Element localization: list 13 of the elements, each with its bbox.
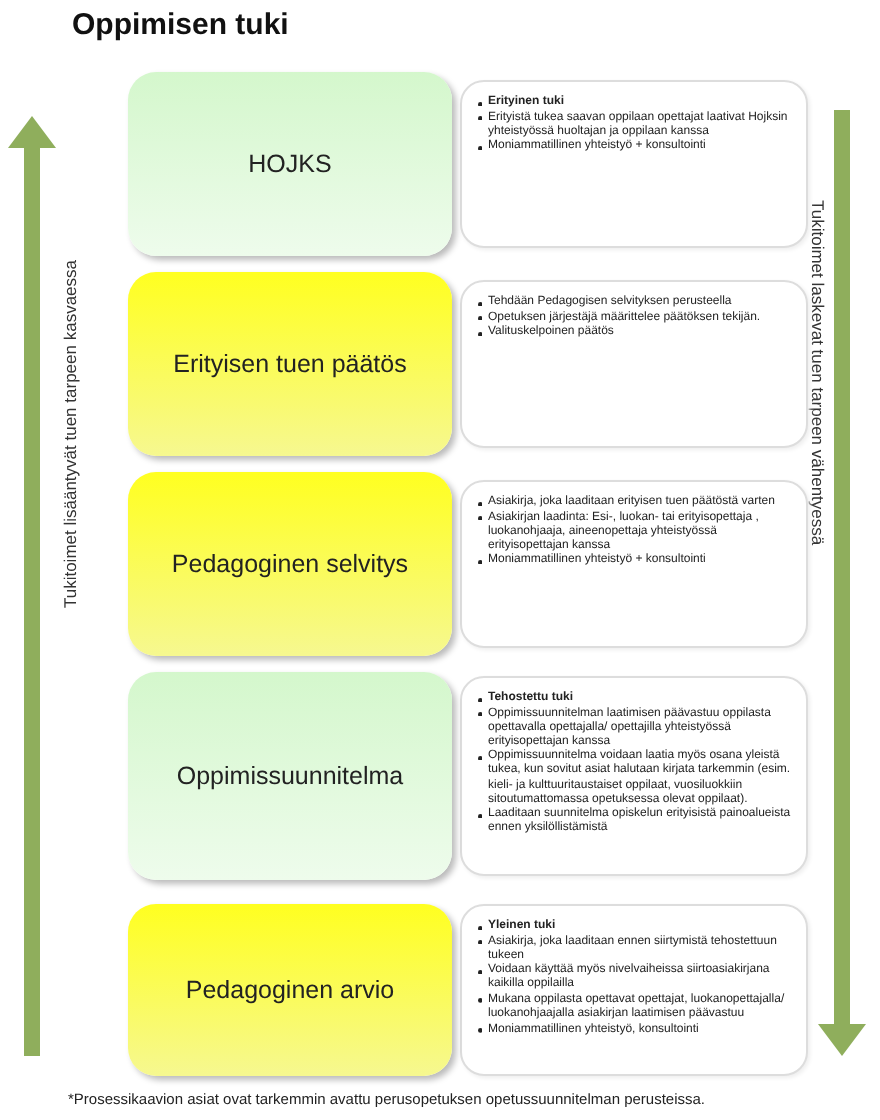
stage-box: HOJKS [128,72,452,256]
stage-box: Erityisen tuen päätös [128,272,452,456]
side-label: Tukitoimet laskevat tuen tarpeen vähentyessä [808,200,828,546]
title: Oppimisen tuki [72,8,289,42]
description-card [460,676,808,876]
side-label: Tukitoimet lisääntyvät tuen tarpeen kasvaessa [60,260,80,609]
stage-box: Oppimissuunnitelma [128,672,452,880]
description-card [460,280,808,448]
description-card [460,80,808,248]
stage-box: Pedagoginen arvio [128,904,452,1076]
description-card [460,480,808,648]
stage-box: Pedagoginen selvitys [128,472,452,656]
description-card [460,904,808,1076]
